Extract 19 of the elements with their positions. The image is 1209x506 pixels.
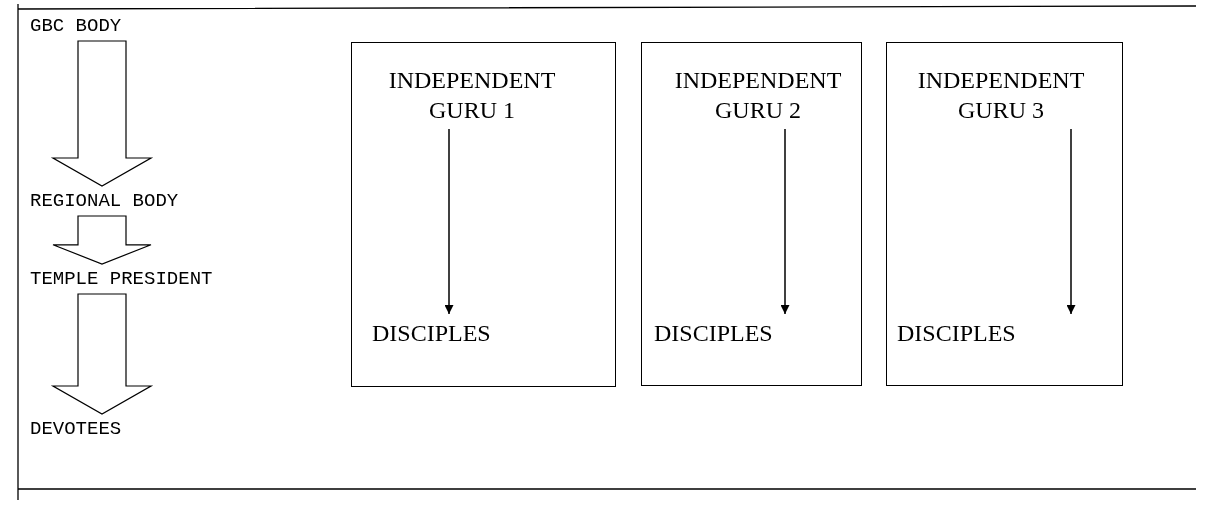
- guru-box: [641, 42, 862, 386]
- arrow: [444, 128, 454, 315]
- block-arrow: [50, 293, 154, 415]
- arrow: [780, 128, 790, 315]
- hierarchy-label: TEMPLE PRESIDENT: [30, 268, 213, 290]
- guru-box: [351, 42, 616, 387]
- hierarchy-label: GBC BODY: [30, 15, 122, 37]
- guru-heading: INDEPENDENT GURU 1: [372, 65, 572, 125]
- block-arrow: [50, 40, 154, 187]
- hierarchy-label: DEVOTEES: [30, 418, 122, 440]
- hierarchy-label: REGIONAL BODY: [30, 190, 179, 212]
- block-arrow: [52, 215, 152, 265]
- guru-heading: INDEPENDENT GURU 3: [901, 65, 1101, 125]
- guru-heading: INDEPENDENT GURU 2: [658, 65, 858, 125]
- guru-box: [886, 42, 1123, 386]
- disciples-label: DISCIPLES: [372, 318, 491, 348]
- disciples-label: DISCIPLES: [897, 318, 1016, 348]
- disciples-label: DISCIPLES: [654, 318, 773, 348]
- arrow: [1066, 128, 1076, 315]
